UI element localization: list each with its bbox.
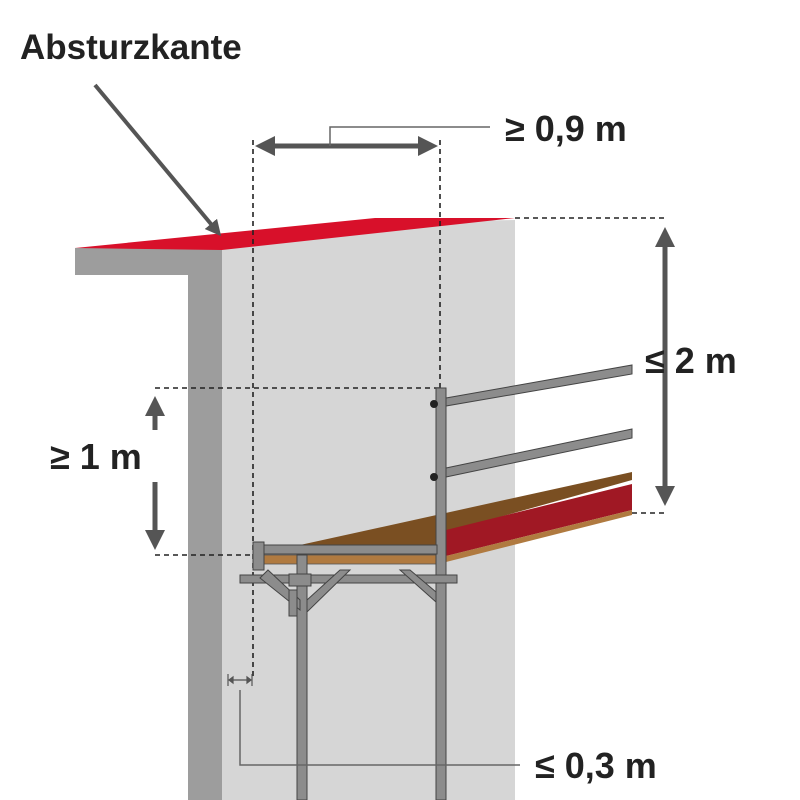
lower-beam <box>239 574 458 584</box>
wall-cap <box>75 248 222 275</box>
edge-label: Absturzkante <box>20 28 242 67</box>
deck-boards <box>300 472 632 560</box>
rail-coupler-top <box>430 400 438 408</box>
fall-edge-red <box>75 218 515 250</box>
min-guard-height-label: ≥ 1 m <box>50 436 142 477</box>
toe-board-red <box>446 484 632 556</box>
dimension-arrows <box>93 83 675 550</box>
bracket-end <box>252 541 265 571</box>
clamp <box>288 573 312 587</box>
min-width-label: ≥ 0,9 m <box>505 108 627 149</box>
rail-coupler-middle <box>430 473 438 481</box>
deck-beam <box>254 544 438 555</box>
dimension-guides <box>155 140 665 680</box>
max-gap-label: ≤ 0,3 m <box>535 745 657 786</box>
guard-post <box>435 387 447 800</box>
wall-side-face <box>188 250 222 800</box>
brace-foot <box>288 589 298 617</box>
brace-right <box>398 569 437 604</box>
edge-pointer-arrow <box>93 83 222 237</box>
scaffold-frame <box>239 364 633 800</box>
max-height-label: ≤ 2 m <box>645 340 737 381</box>
inner-post <box>296 554 308 800</box>
toe-board-edge <box>446 510 632 562</box>
brace-mid <box>306 569 352 614</box>
deck-planks <box>261 554 439 565</box>
gap-arrow-icon <box>227 674 253 686</box>
